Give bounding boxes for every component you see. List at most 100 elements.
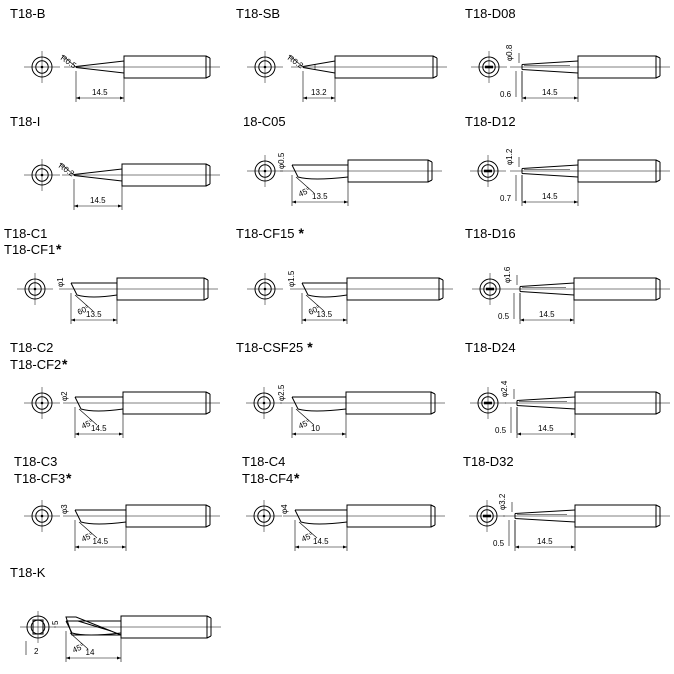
tip-end-cap-top [427, 159, 433, 163]
end-view-inner-circle [480, 509, 494, 523]
end-view-outer-circle [31, 392, 53, 414]
tip-diameter-label: φ4 [280, 504, 289, 514]
end-view-flat-tip [484, 401, 492, 405]
tip-length-label: 14.5 [92, 88, 108, 97]
angle-leader [298, 521, 318, 539]
angle-leader [295, 176, 315, 194]
end-view-inner-circle [258, 164, 272, 178]
end-view-point [263, 65, 267, 69]
tip-length-label: 14.5 [313, 537, 329, 546]
tip-end-cap-bottom [655, 411, 661, 415]
tip-end-cap-bottom [205, 183, 211, 187]
end-view-point [262, 514, 266, 518]
bevel-face [70, 282, 118, 298]
screwdriver-taper [521, 60, 579, 74]
end-view-inner-circle [35, 509, 49, 523]
tip-end-cap-top [203, 277, 209, 281]
tip-body [346, 277, 440, 301]
end-view-blade [32, 619, 44, 635]
end-view-outer-circle [253, 505, 275, 527]
end-view-outer-circle [254, 56, 276, 78]
tip-end-cap-top [205, 163, 211, 167]
end-view-outer-circle [31, 164, 53, 186]
end-view-flat-tip [485, 65, 493, 69]
end-view-outer-circle [477, 160, 499, 182]
end-view-flat-tip [484, 169, 492, 173]
tip-end-cap-top [655, 159, 661, 163]
tip-end-cap-bottom [205, 411, 211, 415]
tip-diameter-label: φ2.5 [277, 384, 286, 401]
end-view-inner-circle [35, 60, 49, 74]
end-view-inner-circle [28, 282, 42, 296]
tip-t18-i: T18-IR0.214.5 [10, 114, 220, 210]
tip-model-label: T18-I [10, 114, 40, 129]
end-view-point [263, 287, 267, 291]
tip-gap-label: 0.5 [493, 539, 505, 548]
tip-length-label: 14.5 [538, 424, 554, 433]
tip-model-label: T18-B [10, 6, 45, 21]
tip-end-cap-bottom [427, 179, 433, 183]
tip-body [122, 391, 207, 415]
tip-body [347, 159, 429, 183]
bevel-face [301, 282, 348, 298]
tip-model-label-alt: T18-CF2 [10, 357, 61, 372]
tip-model-label: T18-K [10, 565, 46, 580]
tip-end-cap-bottom [206, 635, 212, 639]
tip-length-label: 13.5 [86, 310, 102, 319]
tip-length-label: 10 [311, 424, 320, 433]
tip-gap-label: 0.5 [498, 312, 510, 321]
tip-end-cap-top [205, 504, 211, 508]
end-view-point [40, 65, 44, 69]
tip-thickness-label: φ2.4 [500, 380, 509, 397]
tip-diameter-label: φ1 [56, 277, 65, 287]
angle-leader [305, 294, 325, 312]
end-view-outer-circle [478, 56, 500, 78]
tip-end-cap-bottom [655, 75, 661, 79]
tip-length-label: 14 [86, 648, 95, 657]
bevel-face [65, 620, 122, 636]
tip-diameter-label: φ0.5 [277, 152, 286, 169]
tip-end-cap-bottom [655, 524, 661, 528]
tip-model-label-alt: T18-CF4 [242, 471, 293, 486]
tip-end-cap-top [655, 55, 661, 59]
tip-body [346, 504, 432, 528]
tip-model-label: T18-C2 [10, 340, 53, 355]
tip-length-label: 14.5 [90, 196, 106, 205]
end-view-outer-circle [477, 392, 499, 414]
tip-model-label: T18-CSF25 [236, 340, 303, 355]
bevel-angle-label: 45° [297, 186, 312, 199]
end-view-inner-circle [258, 60, 272, 74]
screwdriver-taper [514, 509, 576, 523]
end-view-outer-circle [26, 615, 50, 639]
tip-end-cap-top [655, 391, 661, 395]
conical-taper [73, 168, 123, 182]
end-view-inner-circle [481, 164, 495, 178]
tip-length-label: 13.2 [311, 88, 327, 97]
end-view-inner-circle [483, 282, 497, 296]
tip-body [121, 163, 207, 187]
tip-radius-label: R0.2 [286, 53, 305, 70]
tip-end-cap-top [205, 55, 211, 59]
bevel-angle-label: 45° [71, 642, 86, 655]
end-view-flat-tip [483, 514, 491, 518]
tip-end-cap-bottom [432, 75, 438, 79]
tip-model-label: T18-D12 [465, 114, 516, 129]
bevel-angle-label: 45° [297, 418, 312, 431]
length-arrows [303, 96, 335, 100]
screwdriver-taper [519, 282, 575, 296]
tip-model-label: T18-CF15 [236, 226, 295, 241]
angle-leader [78, 408, 98, 426]
end-view-inner-circle [258, 282, 272, 296]
tip-body [577, 55, 657, 79]
end-view-inner-circle [257, 396, 271, 410]
bevel-face [291, 396, 347, 412]
angle-leader [295, 408, 315, 426]
tip-end-cap-bottom [438, 297, 444, 301]
